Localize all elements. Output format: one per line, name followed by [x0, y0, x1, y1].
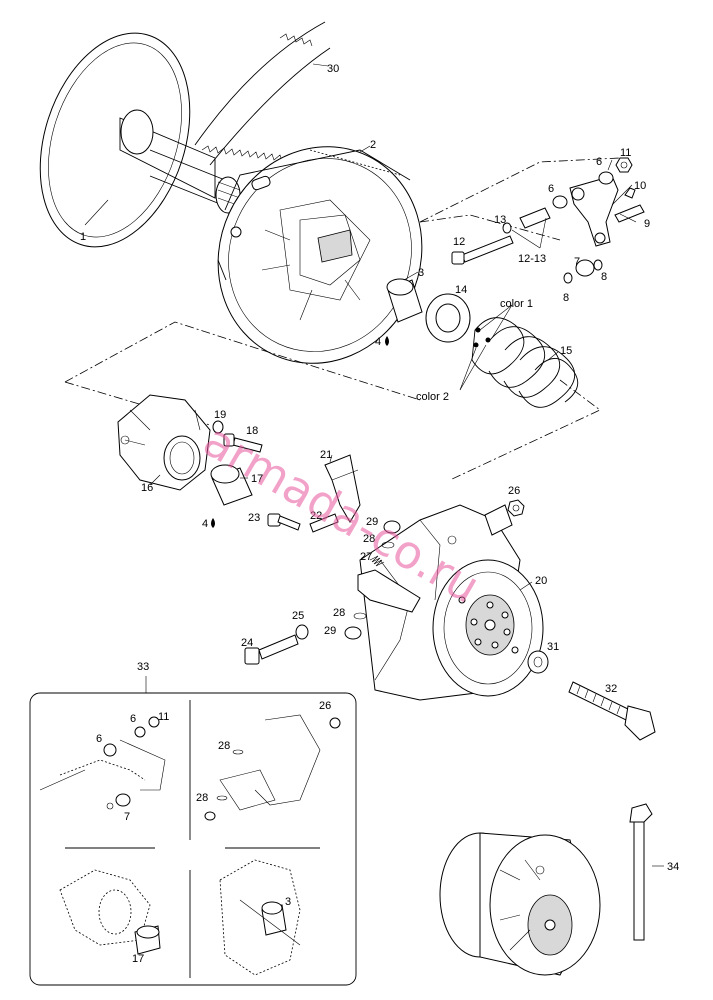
label-21: 21 — [320, 449, 332, 461]
part-3-bushing — [386, 271, 423, 323]
label-28-upper: 28 — [363, 533, 375, 545]
label-29-upper: 29 — [366, 516, 378, 528]
lever-arm-assembly — [451, 157, 645, 284]
label-30: 30 — [327, 63, 339, 75]
part-26-nut — [507, 499, 525, 517]
kit-inset-box — [29, 676, 357, 986]
part-24-bolt — [244, 634, 299, 665]
label-13: 13 — [494, 214, 506, 226]
inset-label-3: 3 — [285, 896, 291, 908]
cam-arm — [357, 569, 421, 613]
assembly-line-top — [419, 157, 621, 241]
label-9: 9 — [644, 218, 650, 230]
label-27: 27 — [360, 551, 372, 563]
label-26-main: 26 — [508, 485, 520, 497]
label-31: 31 — [547, 641, 559, 653]
part-31-washer — [527, 650, 549, 674]
callout-labels: 1 30 2 6 11 6 10 13 9 12 12-13 7 8 8 3 1… — [80, 63, 679, 965]
label-8-left: 8 — [563, 292, 569, 304]
label-6-upper: 6 — [596, 156, 602, 168]
label-2: 2 — [370, 139, 376, 151]
label-29-lower: 29 — [324, 625, 336, 637]
part-30-drive-belt — [194, 21, 331, 166]
part-25-washer — [295, 624, 309, 640]
inset-label-11: 11 — [158, 711, 169, 723]
part-16-spider — [117, 394, 211, 491]
label-34: 34 — [667, 861, 679, 873]
label-6-lower: 6 — [548, 183, 554, 195]
part-23-screw — [267, 513, 301, 531]
label-4-upper: 4 — [375, 336, 381, 348]
inset-label-28-lower: 28 — [196, 792, 208, 804]
cup-bolt-holes — [458, 596, 519, 654]
part-19-washer — [212, 420, 224, 434]
assembled-clutch — [439, 832, 601, 976]
part-20-governor-cup — [359, 504, 544, 701]
inset-label-6-left: 6 — [96, 733, 102, 745]
label-4-lower: 4 — [202, 518, 208, 530]
part-29-rollers — [344, 520, 401, 640]
lubricant-drop-icon — [211, 336, 389, 528]
inset-label-28-upper: 28 — [218, 740, 230, 752]
label-18: 18 — [246, 425, 258, 437]
part-1-fixed-sheave — [39, 32, 241, 248]
part-15-spring — [459, 304, 579, 408]
label-7: 7 — [574, 256, 580, 268]
part-34-bolt — [629, 803, 664, 941]
part-27-spring — [369, 555, 385, 567]
label-24: 24 — [241, 637, 253, 649]
part-18-screw — [223, 433, 263, 453]
label-10: 10 — [634, 180, 646, 192]
label-color-2: color 2 — [416, 391, 449, 403]
part-2-movable-sheave — [217, 145, 423, 364]
inset-label-6-top: 6 — [130, 713, 136, 725]
label-3: 3 — [418, 267, 424, 279]
part-28-circlips — [353, 541, 395, 620]
label-16: 16 — [141, 482, 153, 494]
label-22: 22 — [310, 510, 322, 522]
label-12-13: 12-13 — [518, 253, 546, 265]
part-22-pin — [309, 513, 339, 533]
label-25: 25 — [292, 610, 304, 622]
part-32-bolt — [568, 681, 656, 741]
part-21-slider — [324, 454, 361, 523]
inset-label-7: 7 — [124, 811, 130, 823]
label-32: 32 — [605, 683, 617, 695]
label-28-lower: 28 — [333, 607, 345, 619]
label-12: 12 — [453, 236, 465, 248]
label-14: 14 — [455, 284, 467, 296]
part-14-cup-washer — [425, 293, 471, 343]
label-color-1: color 1 — [500, 298, 533, 310]
label-20: 20 — [535, 575, 547, 587]
inset-label-26: 26 — [319, 700, 331, 712]
label-11: 11 — [620, 147, 631, 159]
part-17-bushing — [210, 464, 253, 506]
inset-label-17: 17 — [132, 953, 144, 965]
label-23: 23 — [248, 512, 260, 524]
label-15: 15 — [560, 345, 572, 357]
label-8-right: 8 — [601, 271, 607, 283]
label-33: 33 — [137, 661, 149, 673]
label-1: 1 — [80, 231, 86, 243]
label-19: 19 — [214, 409, 226, 421]
label-17-main: 17 — [251, 473, 263, 485]
